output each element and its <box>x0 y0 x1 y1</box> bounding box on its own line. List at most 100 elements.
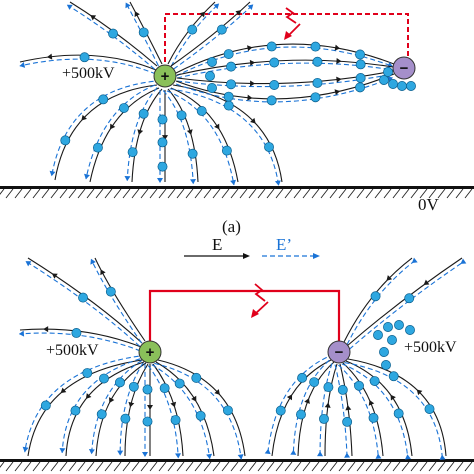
field-arrow-dashed <box>230 179 237 186</box>
ground-a-hatch <box>392 188 401 199</box>
field-line-dashed <box>126 87 158 181</box>
field-arrow-dashed <box>18 330 25 337</box>
ion <box>355 82 366 93</box>
field-arrow <box>46 53 53 60</box>
ion <box>127 147 138 158</box>
ion <box>216 24 227 35</box>
field-arrow <box>81 114 87 121</box>
ion <box>96 409 107 420</box>
ion <box>381 360 391 370</box>
ground-b-hatch <box>347 461 356 472</box>
ground-a-hatch <box>374 188 383 199</box>
ion <box>319 413 329 424</box>
ground-b-hatch <box>311 461 320 472</box>
field-line-dashed <box>61 358 141 453</box>
ion <box>369 376 380 387</box>
ground-a-hatch <box>50 188 59 199</box>
electrodes-layer: +−+− <box>138 56 416 364</box>
ion <box>373 330 383 340</box>
field-line <box>89 87 160 183</box>
field-arrow-dashed <box>22 446 29 453</box>
field-line-dashed <box>349 260 465 350</box>
field-line-dashed <box>119 362 144 455</box>
field-arrow <box>416 389 423 396</box>
field-arrow <box>100 269 106 276</box>
field-line-dashed <box>91 360 142 454</box>
field-line <box>324 363 338 457</box>
ions-layer <box>40 24 435 427</box>
ground-a-hatch <box>230 188 239 199</box>
field-arrow <box>386 275 393 281</box>
ground-a-hatch <box>284 188 293 199</box>
ground-a-hatch <box>95 188 104 199</box>
field-line <box>176 70 394 85</box>
field-line <box>345 360 413 457</box>
ion <box>312 77 323 88</box>
field-arrow <box>334 44 341 51</box>
ground-a-hatch <box>23 188 32 199</box>
ground-b-hatch <box>383 461 392 472</box>
field-arrow-dashed <box>344 452 351 458</box>
ground-b-hatch <box>320 461 329 472</box>
ground-a-hatch <box>0 188 5 195</box>
field-arrow-dashed <box>460 258 467 264</box>
field-arrow <box>199 11 206 18</box>
ion <box>157 114 168 125</box>
ion <box>397 81 407 91</box>
ground-a-hatch <box>248 188 257 199</box>
ground-a-hatch <box>32 188 41 199</box>
field-line-dashed <box>67 4 155 70</box>
field-line-dashed <box>319 363 333 456</box>
ground-a-hatch <box>293 188 302 199</box>
ion <box>70 405 81 416</box>
field-line-dashed <box>341 363 409 459</box>
ground-b-hatch <box>194 461 203 472</box>
ion <box>354 380 364 391</box>
field-arrow-dashed <box>25 261 32 267</box>
field-arrow <box>137 129 144 135</box>
ion <box>128 381 139 392</box>
ground-a-hatch <box>167 188 176 199</box>
ground-b-hatch <box>302 461 311 472</box>
field-line <box>54 84 158 181</box>
field-arrow-dashed <box>84 173 90 180</box>
field-arrow <box>390 394 396 401</box>
field-line-dashed <box>176 62 394 79</box>
ground-b-hatch <box>77 461 86 472</box>
field-arrow <box>334 89 341 96</box>
ion <box>424 404 435 414</box>
ion <box>221 145 232 156</box>
field-line <box>27 257 143 344</box>
ion <box>383 67 393 77</box>
ground-b-hatch <box>419 461 428 472</box>
field-line <box>170 87 239 183</box>
ion <box>393 408 404 419</box>
field-line <box>124 363 149 457</box>
ground-a-hatch <box>86 188 95 199</box>
field-arrow <box>247 45 253 52</box>
ion <box>269 80 280 90</box>
ground-a-hatch <box>383 188 392 199</box>
ground-b-hatch <box>113 461 122 472</box>
ion <box>379 347 389 357</box>
field-arrow <box>336 76 342 83</box>
field-arrow <box>304 398 310 404</box>
ground-a-hatch <box>464 188 473 199</box>
lightning-symbol-b <box>254 283 266 302</box>
ion <box>355 49 366 60</box>
ion <box>174 378 185 389</box>
field-line-dashed <box>334 364 348 457</box>
ion <box>142 384 153 395</box>
field-arrow <box>134 11 140 18</box>
ground-a-hatch <box>149 188 158 199</box>
ground-a-hatch <box>455 188 464 199</box>
ground-a-hatch <box>311 188 320 199</box>
ground-b-hatch <box>176 461 185 472</box>
field-arrow <box>109 397 115 403</box>
ion <box>60 135 71 146</box>
ground-b-hatch <box>131 461 140 472</box>
ion <box>387 335 397 345</box>
ground-b-hatch <box>257 461 266 472</box>
ground-b-hatch <box>446 461 455 472</box>
ion <box>92 142 103 153</box>
